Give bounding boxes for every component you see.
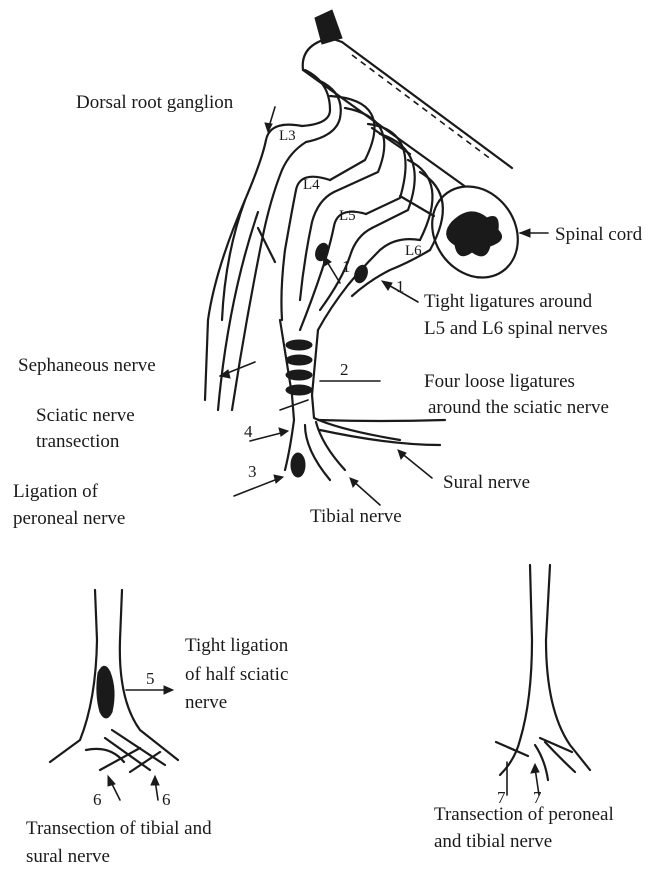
segment-label-l5: L5 — [339, 208, 356, 224]
marker-3: 3 — [248, 462, 257, 481]
label-tibial-nerve: Tibial nerve — [310, 506, 402, 527]
sciatic-branches — [280, 395, 445, 480]
spinal-nerve-roots — [302, 70, 443, 250]
label-peroneal-tibial-transection-line1: Transection of peroneal — [434, 804, 614, 825]
peroneal-tibial-transection-diagram — [496, 565, 590, 795]
label-tight-ligatures-line2: L5 and L6 spinal nerves — [424, 318, 608, 339]
loose-ligatures — [286, 340, 312, 395]
label-peroneal-ligation-line2: peroneal nerve — [13, 508, 125, 529]
label-sural-nerve: Sural nerve — [443, 472, 530, 493]
label-peroneal-tibial-transection-line2: and tibial nerve — [434, 831, 552, 852]
label-dorsal-root-ganglion: Dorsal root ganglion — [76, 92, 234, 113]
label-loose-ligatures-line1: Four loose ligatures — [424, 371, 575, 392]
marker-5: 5 — [146, 669, 155, 688]
segment-label-l4: L4 — [303, 177, 320, 193]
label-tibial-sural-transection-line2: sural nerve — [26, 846, 110, 867]
marker-1-l6: 1 — [396, 277, 405, 296]
segment-label-l3: L3 — [279, 128, 296, 144]
label-half-sciatic-line3: nerve — [185, 692, 227, 713]
label-peroneal-ligation-line1: Ligation of — [13, 481, 99, 502]
label-spinal-cord: Spinal cord — [555, 224, 643, 245]
half-sciatic-ligation-diagram — [50, 590, 178, 800]
marker-1-l5: 1 — [342, 257, 351, 276]
label-sciatic-transection-line2: transection — [36, 431, 120, 452]
label-tight-ligatures-line1: Tight ligatures around — [424, 291, 593, 312]
marker-4: 4 — [244, 422, 253, 441]
label-sciatic-transection-line1: Sciatic nerve — [36, 405, 135, 426]
label-half-sciatic-line2: of half sciatic — [185, 664, 288, 685]
segment-label-l6: L6 — [405, 243, 422, 259]
label-half-sciatic-line1: Tight ligation — [185, 635, 289, 656]
marker-6-right: 6 — [162, 790, 171, 809]
label-saphenous-nerve: Sephaneous nerve — [18, 355, 156, 376]
marker-2: 2 — [340, 360, 349, 379]
label-loose-ligatures-line2: around the sciatic nerve — [428, 397, 609, 418]
spinal-nerves — [205, 125, 430, 410]
marker-6-left: 6 — [93, 790, 102, 809]
label-tibial-sural-transection-line1: Transection of tibial and — [26, 818, 212, 839]
